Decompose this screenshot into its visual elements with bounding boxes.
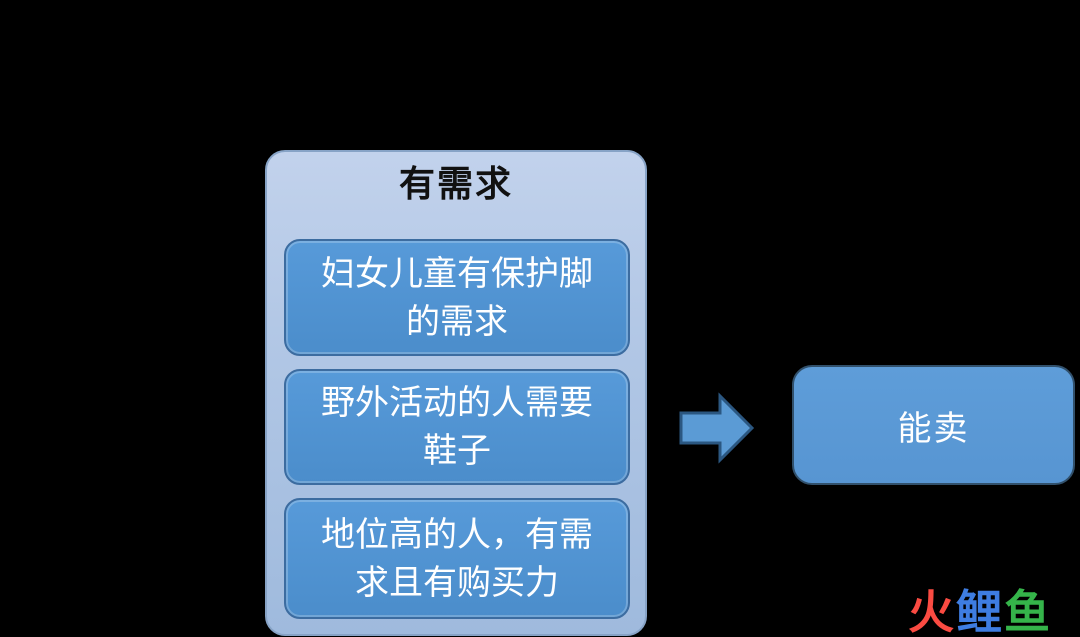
- demand-item-high-status: 地位高的人，有需 求且有购买力: [284, 498, 630, 619]
- result-box: 能卖: [792, 365, 1075, 485]
- right-block-arrow-icon: [678, 392, 756, 464]
- demand-group-title: 有需求: [398, 163, 513, 204]
- demand-item-outdoor-people: 野外活动的人需要 鞋子: [284, 369, 630, 485]
- watermark-logo: 火鲤鱼: [908, 588, 1052, 636]
- watermark-char-carp: 鲤: [956, 586, 1004, 637]
- demand-group-container: 有需求 妇女儿童有保护脚 的需求 野外活动的人需要 鞋子 地位高的人，有需 求且…: [265, 150, 647, 636]
- result-label: 能卖: [897, 409, 970, 448]
- watermark-char-fish: 鱼: [1004, 586, 1052, 637]
- demand-item-women-children: 妇女儿童有保护脚 的需求: [284, 239, 630, 356]
- watermark-char-fire: 火: [908, 586, 956, 637]
